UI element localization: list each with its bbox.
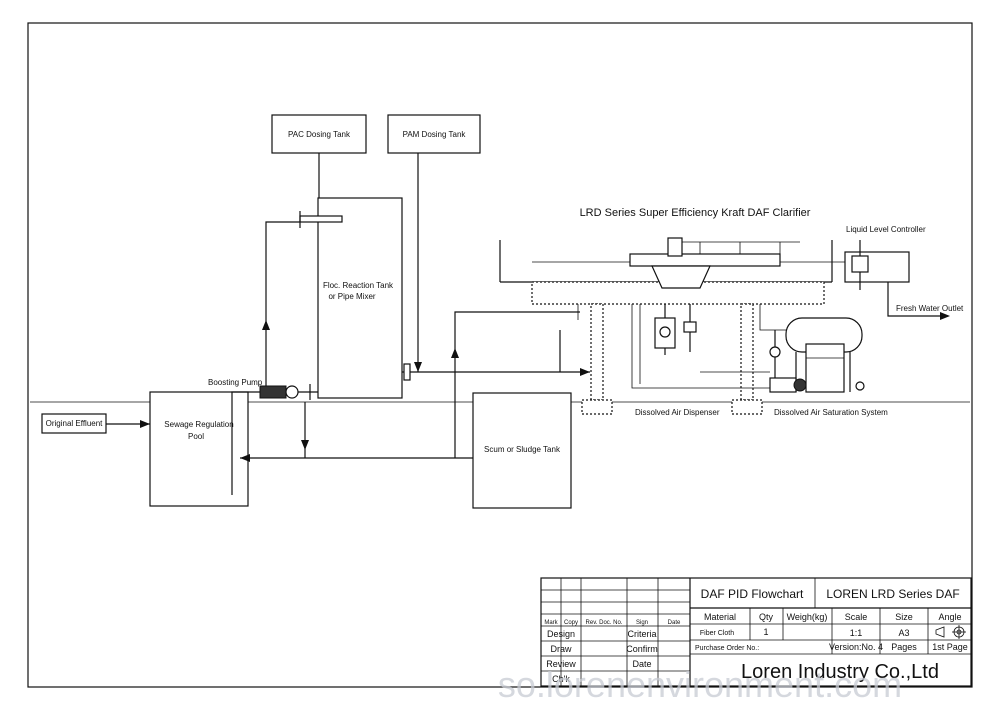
spec-size: Size <box>895 612 913 622</box>
value-scale: 1:1 <box>850 628 863 638</box>
row-design: Design <box>547 629 575 639</box>
liquid-level-controller <box>844 240 910 290</box>
hdr-rev-doc: Rev. Doc. No. <box>586 620 623 626</box>
spec-scale: Scale <box>845 612 868 622</box>
fresh-water-arrow <box>940 312 950 320</box>
original-effluent-label: Original Effluent <box>46 419 104 428</box>
sewage-pool-label-1: Sewage Regulation <box>164 420 233 429</box>
row-date: Date <box>632 659 651 669</box>
pam-dosing-tank: PAM Dosing Tank <box>387 114 481 154</box>
row-review: Review <box>546 659 576 669</box>
saturation-valves <box>769 330 865 391</box>
hdr-date: Date <box>668 620 681 626</box>
floc-outlet-flange <box>403 363 411 381</box>
spec-weight: Weigh(kg) <box>787 612 828 622</box>
purchase-order: Purchase Order No.: <box>695 645 759 652</box>
spec-angle: Angle <box>938 612 961 622</box>
effluent-arrow <box>140 420 150 428</box>
drawing-border <box>27 22 973 688</box>
daf-reaction-chamber <box>651 265 711 289</box>
pipe-b <box>631 304 770 389</box>
loop-line-left <box>454 311 580 458</box>
daf-support-left <box>581 303 613 415</box>
scum-sludge-tank: Scum or Sludge Tank <box>472 392 572 509</box>
value-material: Fiber Cloth <box>700 630 734 637</box>
floc-outlet-arrow <box>580 368 590 376</box>
sewage-pool-label-2: Pool <box>188 432 204 441</box>
product-name: LOREN LRD Series DAF <box>826 587 959 601</box>
floc-tank-label-1: Floc. Reaction Tank <box>323 281 394 290</box>
fresh-water-line <box>887 290 948 317</box>
daf-support-right <box>731 303 763 415</box>
boosting-pump-label: Boosting Pump <box>208 378 263 387</box>
llc-label: Liquid Level Controller <box>846 225 926 234</box>
hdr-sign: Sign <box>636 620 648 626</box>
pipe-e <box>759 304 790 331</box>
original-effluent-box: Original Effluent <box>41 413 107 434</box>
row-check: Ch'k <box>552 674 570 684</box>
pump-riser-line <box>265 221 300 392</box>
daf-drive-motor <box>667 237 683 257</box>
version: Version:No. 4 <box>829 642 883 652</box>
drawing-name: DAF PID Flowchart <box>701 587 804 601</box>
company-name: Loren Industry Co.,Ltd <box>741 661 939 683</box>
page-number: 1st Page <box>932 642 968 652</box>
value-qty: 1 <box>763 627 768 637</box>
daf-clarifier <box>499 237 833 305</box>
saturation-label: Dissolved Air Saturation System <box>774 408 888 417</box>
hdr-copy: Copy <box>564 620 578 626</box>
value-size: A3 <box>898 628 909 638</box>
floc-tank-label-2: or Pipe Mixer <box>328 292 375 301</box>
floc-reaction-tank: Floc. Reaction Tank or Pipe Mixer <box>317 197 403 399</box>
floc-drain-arrow <box>301 440 309 450</box>
return-arrow <box>240 454 250 462</box>
saturation-pump <box>769 377 807 393</box>
pam-flow-arrow <box>414 362 422 372</box>
watermark: so.lorenenvironment.com <box>498 664 902 705</box>
daf-scraper <box>629 253 781 267</box>
spec-material: Material <box>704 612 736 622</box>
loop-arrow <box>451 348 459 358</box>
pipe-mixer-flange <box>299 211 343 228</box>
projection-angle-icon <box>935 625 966 639</box>
sewage-regulation-pool: Sewage Regulation Pool <box>149 391 249 507</box>
saturation-skid <box>805 343 845 393</box>
pac-dosing-tank: PAC Dosing Tank <box>271 114 367 154</box>
scum-tank-label: Scum or Sludge Tank <box>484 445 561 454</box>
pages-label: Pages <box>891 642 917 652</box>
dispenser-label: Dissolved Air Dispenser <box>635 408 720 417</box>
pam-tank-label: PAM Dosing Tank <box>403 130 467 139</box>
row-criteria: Criteria <box>627 629 656 639</box>
hdr-mark: Mark <box>544 620 558 626</box>
title-block <box>540 577 972 687</box>
row-confirm: Confirm <box>626 644 658 654</box>
pac-tank-label: PAC Dosing Tank <box>288 130 351 139</box>
dissolved-air-dispenser <box>654 304 697 355</box>
row-draw: Draw <box>550 644 572 654</box>
daf-title: LRD Series Super Efficiency Kraft DAF Cl… <box>580 207 811 219</box>
boosting-pump-icon <box>259 384 311 400</box>
spec-qty: Qty <box>759 612 774 622</box>
riser-arrow-up <box>262 320 270 330</box>
fresh-water-label: Fresh Water Outlet <box>896 304 964 313</box>
